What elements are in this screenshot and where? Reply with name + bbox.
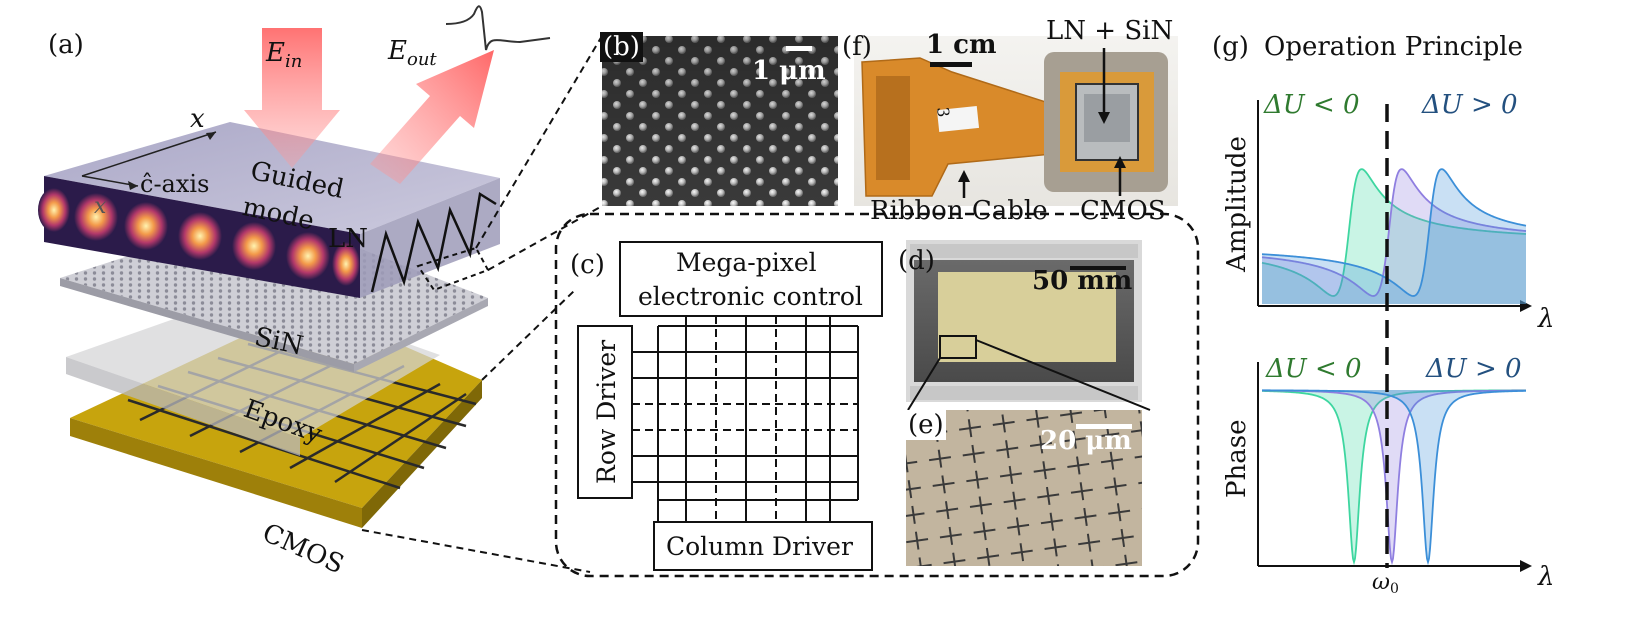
arrow-ln-sin-head [1098,112,1110,124]
phase-curve-du-0-fill [1262,390,1526,562]
panel-e-label: (e) [906,410,946,440]
phase-curve-du-pos-line [1261,389,1527,566]
panel-b-sem-image [602,36,838,206]
panel-f-tag-text: 3 [933,106,954,119]
chip-zoom-box [939,335,977,359]
cmos-layer-side [362,380,482,528]
axis-x-side-label: x [94,194,107,219]
zoom-line-cmos-bottom [361,529,591,573]
amplitude-curve-du-pos-line [1261,168,1527,297]
panel-f-photo [854,36,1178,206]
phase-axis-label: Phase [1222,419,1252,498]
amplitude-curve-du-neg-fill [1262,169,1526,304]
zoom-line-b-top [475,35,603,249]
amplitude-curves [1261,168,1527,304]
control-line-2: electronic control [638,282,863,311]
column-driver-label: Column Driver [666,532,853,561]
omega0-label: ω0 [1372,570,1399,597]
e-in-subscript: in [284,51,303,72]
panel-f-ribbon-label: Ribbon Cable [870,196,1048,226]
phase-curves [1261,389,1527,566]
omega0-subscript: 0 [1389,581,1399,597]
arrow-cmos-head [1114,156,1126,168]
e-in-label: Ein [266,38,302,72]
e-out-symbol: E [388,36,407,66]
amplitude-curve-du-0-line [1261,168,1527,297]
amp-du-neg-label: ΔU < 0 [1264,90,1360,120]
panel-c-schematic [577,241,883,571]
beam-in-arrow [244,28,340,168]
panel-d-scale-bar [1070,266,1126,270]
axis-c-arrowhead [128,181,138,190]
control-line-1: Mega-pixel [676,248,817,277]
e-out-subscript: out [406,49,437,70]
sin-layer-edge [60,278,354,372]
row-driver-box [577,325,633,499]
axis-x-arrowhead [206,132,216,140]
phase-x-arrowhead [1520,560,1532,572]
panel-b-label: (b) [600,32,643,62]
beam-out-arrow [370,50,494,184]
zoom-line-cmos-top [481,289,576,381]
panel-a-stack [38,5,603,573]
panel-b-scale-bar [786,46,812,51]
ln-layer-top [44,122,500,234]
amplitude-curve-du-neg-line [1261,168,1527,297]
panel-e-scale-bar [1076,424,1132,429]
cmos-layer-front [70,418,362,528]
guided-mode-lobes [38,188,360,286]
ln-layer-side [360,178,500,298]
ribbon-connector-pins [876,76,910,180]
panel-a-label: (a) [48,30,84,60]
output-pulse-trace [445,5,551,51]
chip-active-area [938,272,1116,362]
panel-f-scale-text: 1 cm [926,30,997,60]
zoom-line-b-bottom [487,205,603,271]
row-driver-label: Row Driver [592,339,621,484]
panel-d-chip-photo [906,240,1151,411]
panel-f-cmos-label: CMOS [1080,196,1166,226]
panel-d-label: (d) [898,246,935,276]
panel-g-title: Operation Principle [1264,32,1523,62]
control-box [619,241,883,317]
omega0-symbol: ω [1372,570,1390,595]
axis-x-arrow [81,131,217,177]
chip-zoom-line-right [975,339,1151,411]
axis-c-arrow [81,175,139,187]
panel-e-scale-text: 20 μm [1040,426,1132,456]
layer-ln-label: LN [328,224,369,254]
amplitude-x-arrowhead [1520,300,1532,312]
chip-bond-pads [910,244,1138,400]
arrow-ribbon-head [958,170,970,182]
panel-f-chip-label: LN + SiN [1046,16,1174,46]
sin-layer-side [354,298,488,372]
amplitude-lambda-label: λ [1538,304,1555,334]
phase-lambda-label: λ [1538,562,1555,592]
amplitude-axis-label: Amplitude [1222,136,1252,272]
panel-c-label: (c) [570,250,605,280]
axis-c-label: ĉ-axis [140,170,210,198]
amp-du-pos-label: ΔU > 0 [1422,90,1518,120]
e-in-symbol: E [266,38,285,68]
panel-d-scale-text: 50 mm [1032,266,1133,296]
panel-g-label: (g) [1212,32,1249,62]
panel-g-plots [1257,100,1532,572]
column-driver-box [653,521,873,571]
phase-du-neg-label: ΔU < 0 [1266,354,1362,384]
e-out-label: Eout [388,36,437,70]
amplitude-curve-du-pos-fill [1262,169,1526,304]
chip-zoom-line-left [907,357,941,411]
zigzag-ray-arrows [370,191,497,293]
axis-x-top-label: x [190,104,205,134]
epoxy-layer-edge [66,357,300,456]
panel-f-scale-bar [930,62,972,67]
panel-b-scale-text: 1 μm [752,56,826,86]
panel-cde-frame [554,212,1200,578]
ribbon-tag [936,105,980,133]
phase-du-pos-label: ΔU > 0 [1426,354,1522,384]
panel-f-label: (f) [842,32,872,62]
pixel-array-lines [632,316,859,522]
